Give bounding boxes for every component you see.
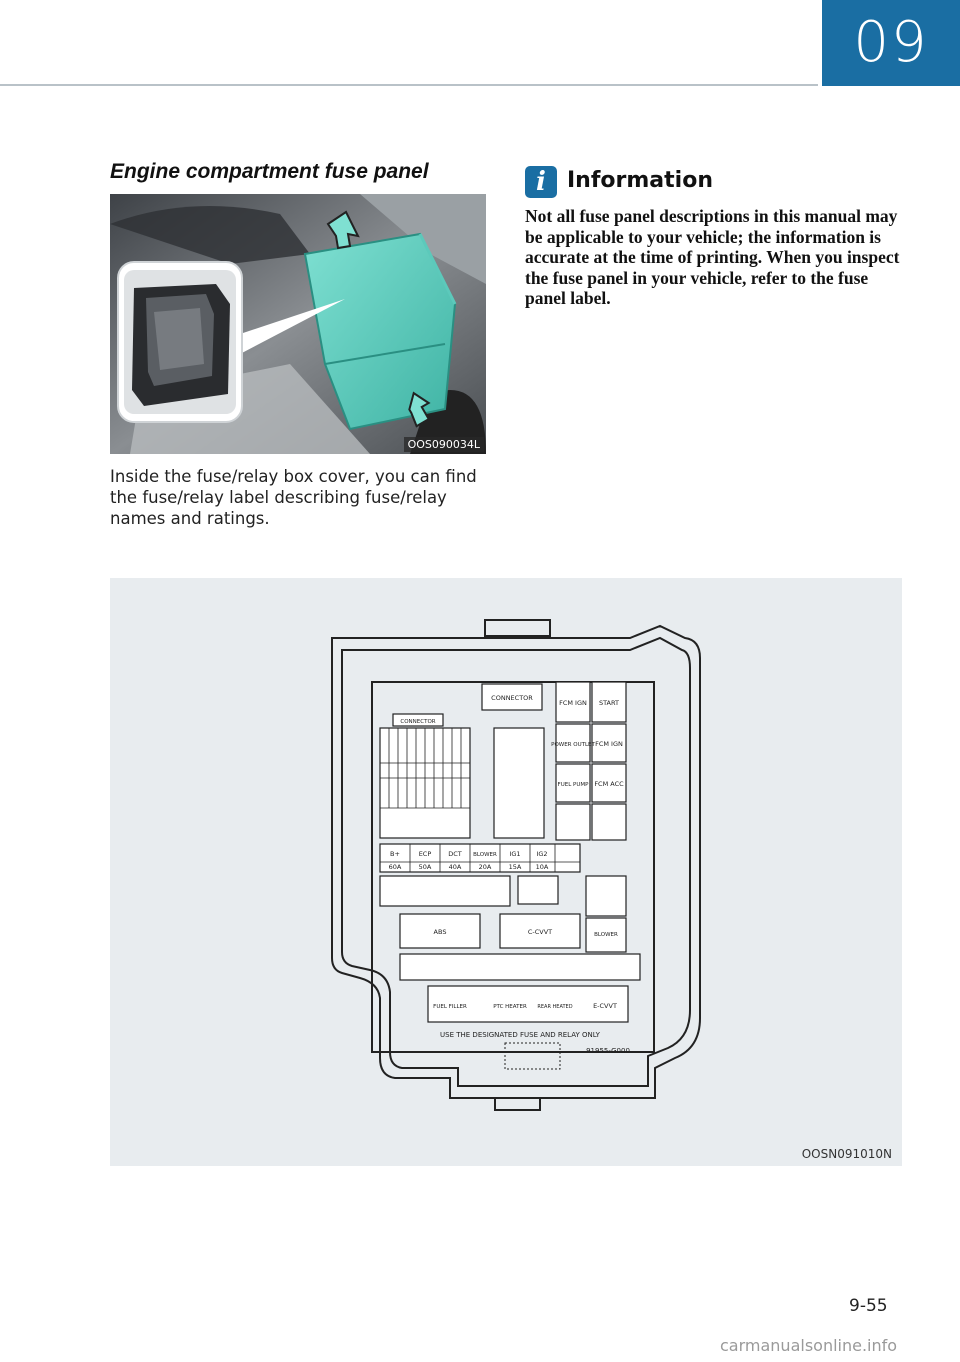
diagram-label-10a: 10A [536, 863, 549, 871]
information-heading: Information [567, 168, 713, 193]
photo-code-label: OOS090034L [403, 437, 484, 452]
diagram-label-abs: ABS [434, 928, 447, 936]
fuse-panel-diagram: CONNECTOR CONNECTOR FCM IGN START POWER … [110, 578, 902, 1166]
diagram-label-15a: 15A [509, 863, 522, 871]
diagram-label-ig2: IG2 [536, 850, 547, 858]
diagram-label-fuel-pump: FUEL PUMP [558, 782, 590, 788]
diagram-label-blower2: BLOWER [594, 932, 618, 938]
page-number: 9-55 [849, 1296, 888, 1316]
diagram-label-part-code: 91955-G000 [586, 1047, 630, 1055]
body-paragraph: Inside the fuse/relay box cover, you can… [110, 467, 477, 528]
diagram-label-40a: 40A [449, 863, 462, 871]
diagram-label-bottom-note: USE THE DESIGNATED FUSE AND RELAY ONLY [440, 1031, 601, 1039]
watermark: carmanualsonline.info [720, 1336, 898, 1355]
section-title: Engine compartment fuse panel [110, 160, 429, 183]
diagram-code-label: OOSN091010N [801, 1147, 892, 1161]
diagram-label-dct: DCT [448, 850, 462, 858]
diagram-label-fcm-ign2: FCM IGN [595, 740, 623, 748]
diagram-label-fuel-filler: FUEL FILLER [433, 1004, 467, 1010]
diagram-label-start: START [599, 699, 619, 707]
diagram-label-ecp: ECP [419, 850, 432, 858]
fuse-panel-drawing: CONNECTOR CONNECTOR FCM IGN START POWER … [331, 619, 701, 1111]
diagram-label-blower: BLOWER [473, 852, 497, 858]
diagram-label-e-cvvt: E-CVVT [593, 1002, 617, 1010]
diagram-label-rear-heated: REAR HEATED [537, 1004, 572, 1010]
information-text: Not all fuse panel descriptions in this … [525, 206, 900, 308]
diagram-label-ptc-heater: PTC HEATER [493, 1004, 527, 1010]
diagram-label-60a: 60A [389, 863, 402, 871]
diagram-label-c-cvvt: C-CVVT [528, 928, 552, 936]
engine-compartment-photo: OOS090034L [110, 194, 486, 454]
diagram-label-b-plus: B+ [390, 850, 400, 858]
diagram-label-fcm-acc: FCM ACC [594, 780, 624, 788]
diagram-label-20a: 20A [479, 863, 492, 871]
engine-photo-illustration [110, 194, 486, 454]
diagram-label-connector: CONNECTOR [491, 694, 533, 702]
chapter-number: 09 [822, 0, 960, 86]
diagram-label-ig1: IG1 [509, 850, 520, 858]
header-rule [0, 84, 818, 86]
diagram-label-fcm-ign: FCM IGN [559, 699, 587, 707]
diagram-label-50a: 50A [419, 863, 432, 871]
diagram-label-connector2: CONNECTOR [400, 719, 435, 725]
diagram-label-power-outlet: POWER OUTLET [551, 742, 595, 748]
info-icon: i [525, 166, 557, 198]
